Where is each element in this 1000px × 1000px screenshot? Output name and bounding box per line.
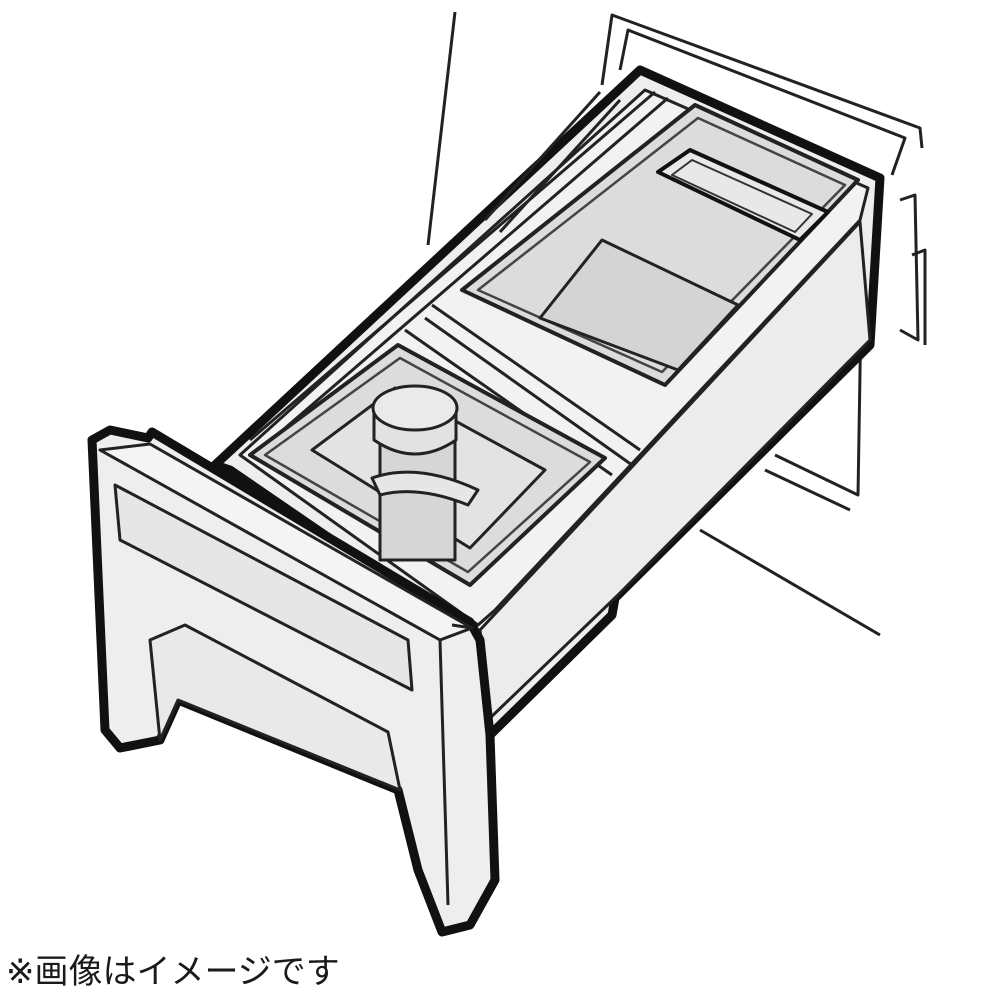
fabric-softener-compartment	[460, 103, 860, 387]
drawer-front-handle	[87, 425, 500, 937]
machine-housing	[426, 11, 927, 637]
detergent-compartment	[248, 343, 607, 587]
image-disclaimer-caption: ※画像はイメージです	[6, 952, 340, 992]
